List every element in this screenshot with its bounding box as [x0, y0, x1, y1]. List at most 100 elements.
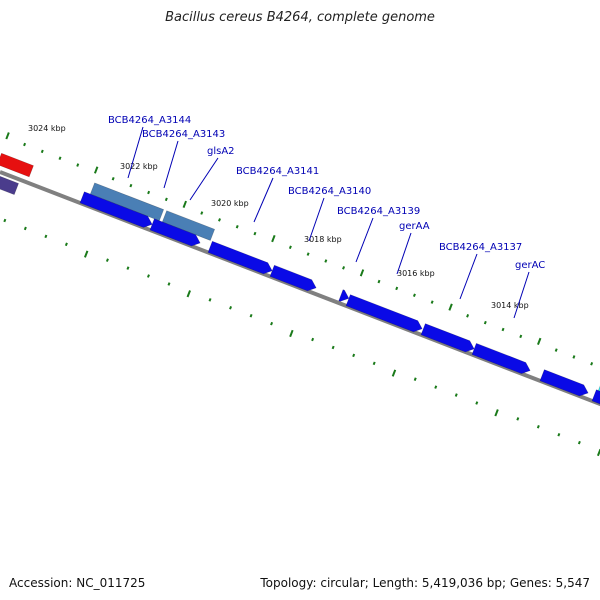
- tick-mark: [448, 303, 453, 311]
- tick-mark: [475, 401, 479, 405]
- gene-label: BCB4264_A3141: [236, 166, 319, 177]
- tick-mark: [270, 321, 274, 326]
- kbp-label: 3016 kbp: [397, 269, 435, 278]
- tick-mark: [147, 190, 151, 195]
- gene-arrow: [269, 264, 317, 292]
- tick-mark: [391, 369, 397, 377]
- gene-label-leader: [308, 197, 325, 242]
- tick-mark: [413, 377, 417, 381]
- tick-mark: [430, 300, 434, 304]
- kbp-label: 3014 kbp: [491, 301, 529, 310]
- tick-mark: [235, 224, 239, 229]
- tick-mark: [311, 337, 315, 342]
- tick-mark: [129, 183, 133, 188]
- tick-mark: [218, 218, 221, 222]
- gene-label-leader: [355, 217, 374, 263]
- kbp-label: 3024 kbp: [28, 124, 66, 133]
- tick-mark: [64, 242, 68, 247]
- tick-mark: [164, 197, 168, 202]
- tick-mark: [167, 282, 171, 286]
- tick-mark: [554, 348, 558, 352]
- tick-mark: [58, 156, 62, 160]
- gene-arrow-red: [0, 152, 34, 178]
- kbp-label: 3020 kbp: [211, 199, 249, 208]
- tick-mark: [23, 226, 27, 231]
- tick-mark: [412, 293, 416, 298]
- gene-arrow: [207, 240, 273, 275]
- tick-mark: [105, 258, 109, 262]
- tick-mark: [3, 218, 7, 223]
- gene-arrow-purple: [0, 175, 19, 196]
- gene-arrow: [79, 191, 153, 228]
- topology-stats: Topology: circular; Length: 5,419,036 bp…: [260, 576, 590, 590]
- gene-label: gerAC: [515, 260, 545, 271]
- gene-label-leader: [459, 253, 478, 300]
- tick-mark: [229, 306, 233, 310]
- gene-label: BCB4264_A3140: [288, 186, 371, 197]
- tick-mark: [590, 362, 594, 366]
- tick-mark: [271, 234, 276, 243]
- tick-mark: [111, 177, 115, 181]
- tick-mark: [501, 327, 505, 332]
- gene-arrow: [539, 369, 589, 397]
- map-title: Bacillus cereus B4264, complete genome: [165, 10, 435, 25]
- tick-mark: [186, 290, 191, 298]
- tick-mark: [454, 393, 458, 397]
- tick-mark: [76, 163, 80, 167]
- tick-mark: [596, 448, 600, 457]
- tick-mark: [572, 355, 576, 359]
- tick-mark: [557, 432, 561, 437]
- genome-backbone: [0, 170, 600, 407]
- gene-arrow-small: [338, 289, 350, 302]
- tick-mark: [372, 361, 376, 366]
- tick-mark: [306, 252, 310, 256]
- tick-mark: [324, 259, 328, 263]
- accession-text: Accession: NC_011725: [9, 576, 146, 590]
- gene-label-leader: [189, 157, 219, 201]
- gene-label-leader: [163, 140, 179, 189]
- tick-mark: [342, 266, 346, 270]
- tick-mark: [352, 353, 356, 358]
- tick-mark: [359, 269, 365, 277]
- tick-mark: [577, 440, 581, 445]
- gene-label-leader: [127, 126, 144, 179]
- gene-label: BCB4264_A3143: [142, 129, 225, 140]
- tick-mark: [536, 425, 540, 429]
- tick-mark: [288, 245, 292, 250]
- tick-mark: [200, 211, 204, 215]
- tick-mark: [23, 142, 27, 147]
- tick-mark: [519, 334, 523, 339]
- gene-label-leader: [513, 271, 530, 319]
- gene-arrow: [471, 342, 531, 374]
- gene-arrow-highlight: [161, 210, 216, 241]
- tick-mark: [466, 314, 470, 318]
- tick-mark: [249, 313, 253, 318]
- tick-mark: [208, 298, 212, 302]
- tick-mark: [5, 132, 10, 140]
- tick-mark: [83, 250, 89, 258]
- tick-mark: [434, 385, 438, 389]
- tick-mark: [516, 417, 520, 421]
- tick-mark: [377, 279, 381, 284]
- tick-mark: [44, 234, 48, 239]
- tick-mark: [93, 166, 99, 174]
- gene-arrow: [149, 218, 201, 247]
- tick-mark: [146, 274, 150, 278]
- tick-mark: [289, 329, 294, 338]
- tick-mark: [253, 231, 257, 236]
- tick-mark: [182, 200, 187, 208]
- gene-label: glsA2: [207, 146, 235, 157]
- gene-label-leader: [396, 232, 412, 275]
- kbp-label: 3022 kbp: [120, 162, 158, 171]
- gene-label-leader: [253, 177, 274, 223]
- gene-label: gerAA: [399, 221, 430, 232]
- tick-mark: [395, 286, 399, 291]
- gene-arrow: [420, 323, 475, 353]
- tick-mark: [483, 320, 487, 325]
- gene-label: BCB4264_A3137: [439, 242, 522, 253]
- tick-mark: [537, 337, 542, 345]
- gene-arrow: [591, 389, 600, 405]
- tick-mark: [494, 409, 499, 417]
- gene-arrow: [345, 294, 423, 333]
- gene-label: BCB4264_A3139: [337, 206, 420, 217]
